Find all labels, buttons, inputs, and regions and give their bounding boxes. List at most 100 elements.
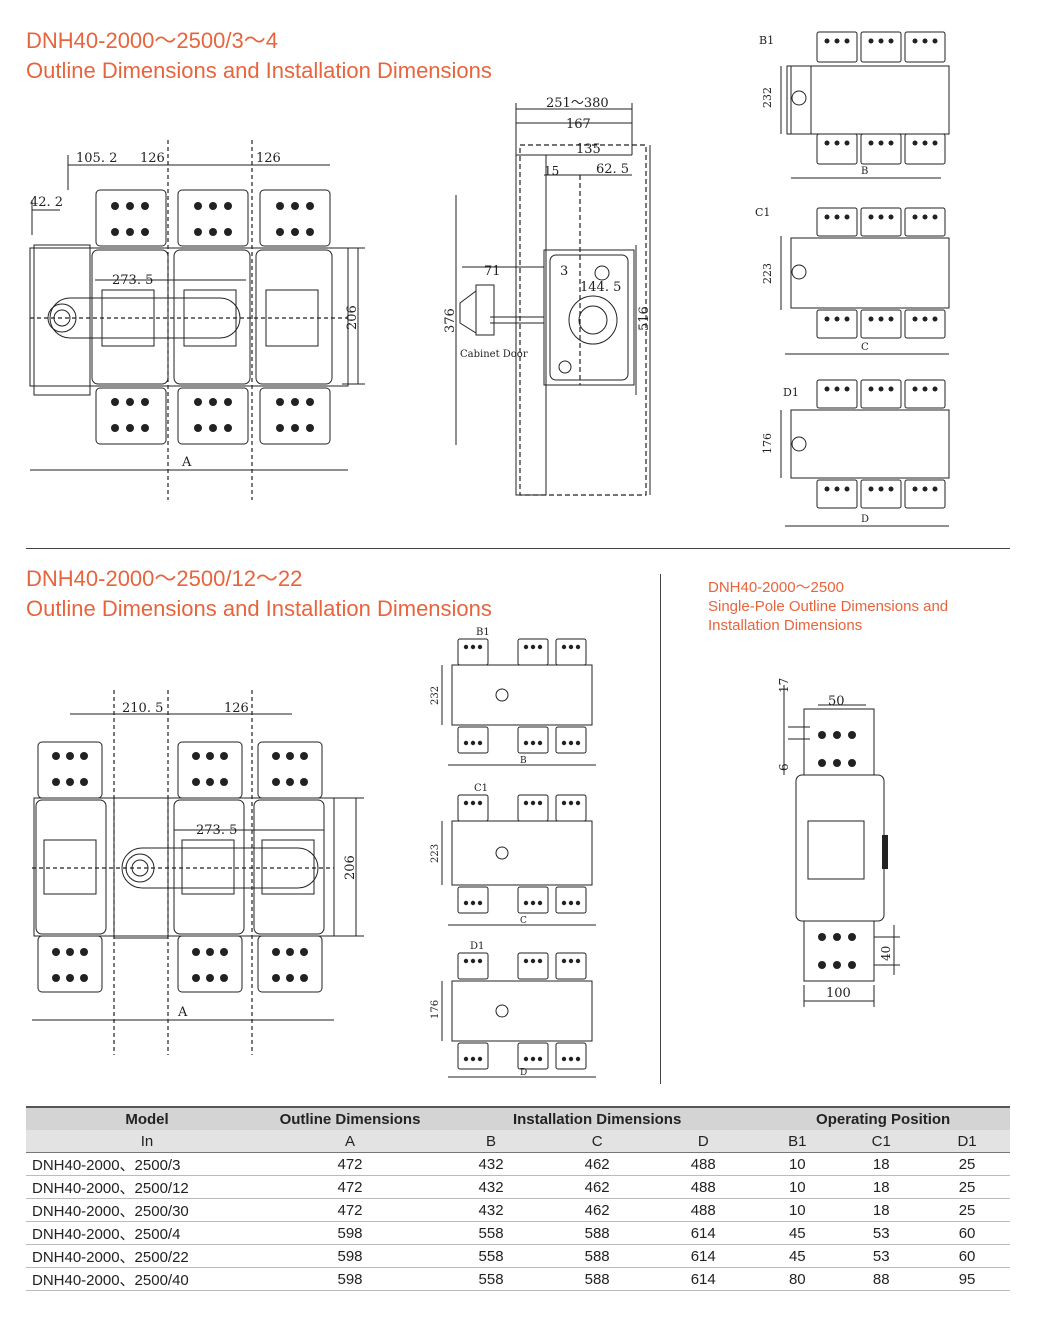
cell-c1: 53 — [838, 1244, 925, 1268]
dim-62: 62. 5 — [596, 162, 629, 177]
table-row: DNH40-2000、2500/12 472 432 462 488 10 18… — [26, 1175, 1010, 1199]
subheader-d: D — [650, 1130, 757, 1153]
install-c-width: C — [861, 342, 869, 353]
dim-42: 42. 2 — [30, 195, 63, 210]
section2-front-view: 210. 5 126 273. 5 206 A — [32, 690, 364, 1055]
section1-front-view: 105. 2 126 126 42. 2 273. 5 206 A — [29, 140, 365, 500]
cell-c1: 53 — [838, 1221, 925, 1245]
header-outline: Outline Dimensions — [262, 1106, 438, 1130]
install-b-width: B — [861, 166, 868, 177]
install2-d-width: D — [520, 1068, 527, 1078]
section-vertical-divider — [660, 574, 661, 1084]
subheader-d1: D1 — [924, 1130, 1010, 1153]
section3-subtitle: Single-Pole Outline Dimensions and — [708, 598, 949, 615]
install2-d-height: 176 — [430, 1000, 441, 1019]
table-row: DNH40-2000、2500/4 598 558 588 614 45 53 … — [26, 1221, 1010, 1245]
section1-install-views: B1 232 B C1 223 C D1 176 D — [755, 31, 950, 527]
cell-model: DNH40-2000、2500/40 — [26, 1267, 262, 1291]
cell-a: 472 — [262, 1152, 438, 1176]
cell-a: 598 — [262, 1244, 438, 1268]
cell-b: 432 — [438, 1198, 545, 1222]
cell-model: DNH40-2000、2500/30 — [26, 1198, 262, 1222]
cell-c1: 18 — [838, 1175, 925, 1199]
cell-a: 598 — [262, 1221, 438, 1245]
table-row: DNH40-2000、2500/40 598 558 588 614 80 88… — [26, 1267, 1010, 1291]
cell-d: 488 — [650, 1175, 757, 1199]
dim-376: 376 — [443, 308, 458, 333]
cell-d1: 95 — [924, 1267, 1010, 1291]
section1-subtitle: Outline Dimensions and Installation Dime… — [26, 58, 492, 83]
subheader-a: A — [262, 1130, 438, 1153]
dim-167: 167 — [566, 117, 591, 132]
cell-c1: 18 — [838, 1198, 925, 1222]
cell-c: 462 — [544, 1152, 651, 1176]
install-c1-label: C1 — [755, 206, 770, 219]
dim-516: 516 — [637, 306, 652, 331]
section2-install-views: B1 232 B C1 223 C D1 176 D — [430, 627, 596, 1078]
dim-40: 40 — [879, 946, 893, 961]
dim-100: 100 — [826, 986, 851, 1001]
cell-c: 462 — [544, 1198, 651, 1222]
cell-c: 588 — [544, 1267, 651, 1291]
install-c-height: 223 — [761, 263, 774, 284]
cell-b: 432 — [438, 1175, 545, 1199]
dim-251: 251～380 — [546, 96, 609, 111]
section1-title: DNH40-2000～2500/3～4 — [26, 28, 278, 53]
dim-273: 273. 5 — [112, 273, 153, 288]
cell-b1: 10 — [756, 1152, 839, 1176]
cell-model: DNH40-2000、2500/3 — [26, 1152, 262, 1176]
cell-d: 614 — [650, 1267, 757, 1291]
cell-b1: 10 — [756, 1175, 839, 1199]
install2-d1-label: D1 — [470, 941, 484, 952]
cell-d1: 25 — [924, 1198, 1010, 1222]
cell-d: 488 — [650, 1198, 757, 1222]
cell-c: 588 — [544, 1221, 651, 1245]
install-b-height: 232 — [761, 87, 774, 108]
cell-d: 614 — [650, 1221, 757, 1245]
dim-50: 50 — [828, 694, 845, 709]
section-divider — [26, 548, 1010, 549]
table-row: DNH40-2000、2500/30 472 432 462 488 10 18… — [26, 1198, 1010, 1222]
dim-126a: 126 — [140, 151, 165, 166]
cell-b1: 10 — [756, 1198, 839, 1222]
section2-subtitle: Outline Dimensions and Installation Dime… — [26, 596, 492, 621]
cell-b1: 45 — [756, 1221, 839, 1245]
header-installation: Installation Dimensions — [438, 1106, 757, 1130]
install2-b-height: 232 — [430, 686, 441, 705]
cell-a: 472 — [262, 1198, 438, 1222]
cell-d: 488 — [650, 1152, 757, 1176]
cell-a: 472 — [262, 1175, 438, 1199]
cell-model: DNH40-2000、2500/4 — [26, 1221, 262, 1245]
install-d1-label: D1 — [783, 386, 799, 399]
install2-b-width: B — [520, 756, 527, 766]
cell-b: 432 — [438, 1152, 545, 1176]
cell-model: DNH40-2000、2500/12 — [26, 1175, 262, 1199]
dim-135: 135 — [576, 142, 601, 157]
dim-126: 126 — [224, 701, 249, 716]
section3-subtitle-2: Installation Dimensions — [708, 617, 863, 634]
install2-c-height: 223 — [430, 844, 441, 863]
section1-side-view: 251～380 167 135 15 62. 5 71 3 144. 5 376… — [443, 96, 652, 496]
section2-title: DNH40-2000～2500/12～22 — [26, 566, 303, 591]
table-row: DNH40-2000、2500/22 598 558 588 614 45 53… — [26, 1244, 1010, 1268]
cell-c: 462 — [544, 1175, 651, 1199]
cell-d1: 25 — [924, 1175, 1010, 1199]
cabinet-door-label: Cabinet Door — [460, 349, 528, 360]
dim-17: 17 — [777, 678, 791, 693]
dim-105: 105. 2 — [76, 151, 117, 166]
cell-b: 558 — [438, 1267, 545, 1291]
install2-c-width: C — [520, 916, 527, 926]
cell-model: DNH40-2000、2500/22 — [26, 1244, 262, 1268]
header-model: Model — [26, 1106, 262, 1130]
section3-title: DNH40-2000～2500 — [708, 579, 844, 596]
dim-144: 144. 5 — [580, 280, 621, 295]
dim-3: 3 — [560, 264, 568, 279]
dim-71: 71 — [484, 264, 501, 279]
dim-206: 206 — [345, 305, 360, 330]
cell-b: 558 — [438, 1244, 545, 1268]
cell-a: 598 — [262, 1267, 438, 1291]
cell-b1: 45 — [756, 1244, 839, 1268]
install-b1-label: B1 — [759, 34, 774, 47]
install-d-height: 176 — [761, 433, 774, 454]
dim-273-2: 273. 5 — [196, 823, 237, 838]
